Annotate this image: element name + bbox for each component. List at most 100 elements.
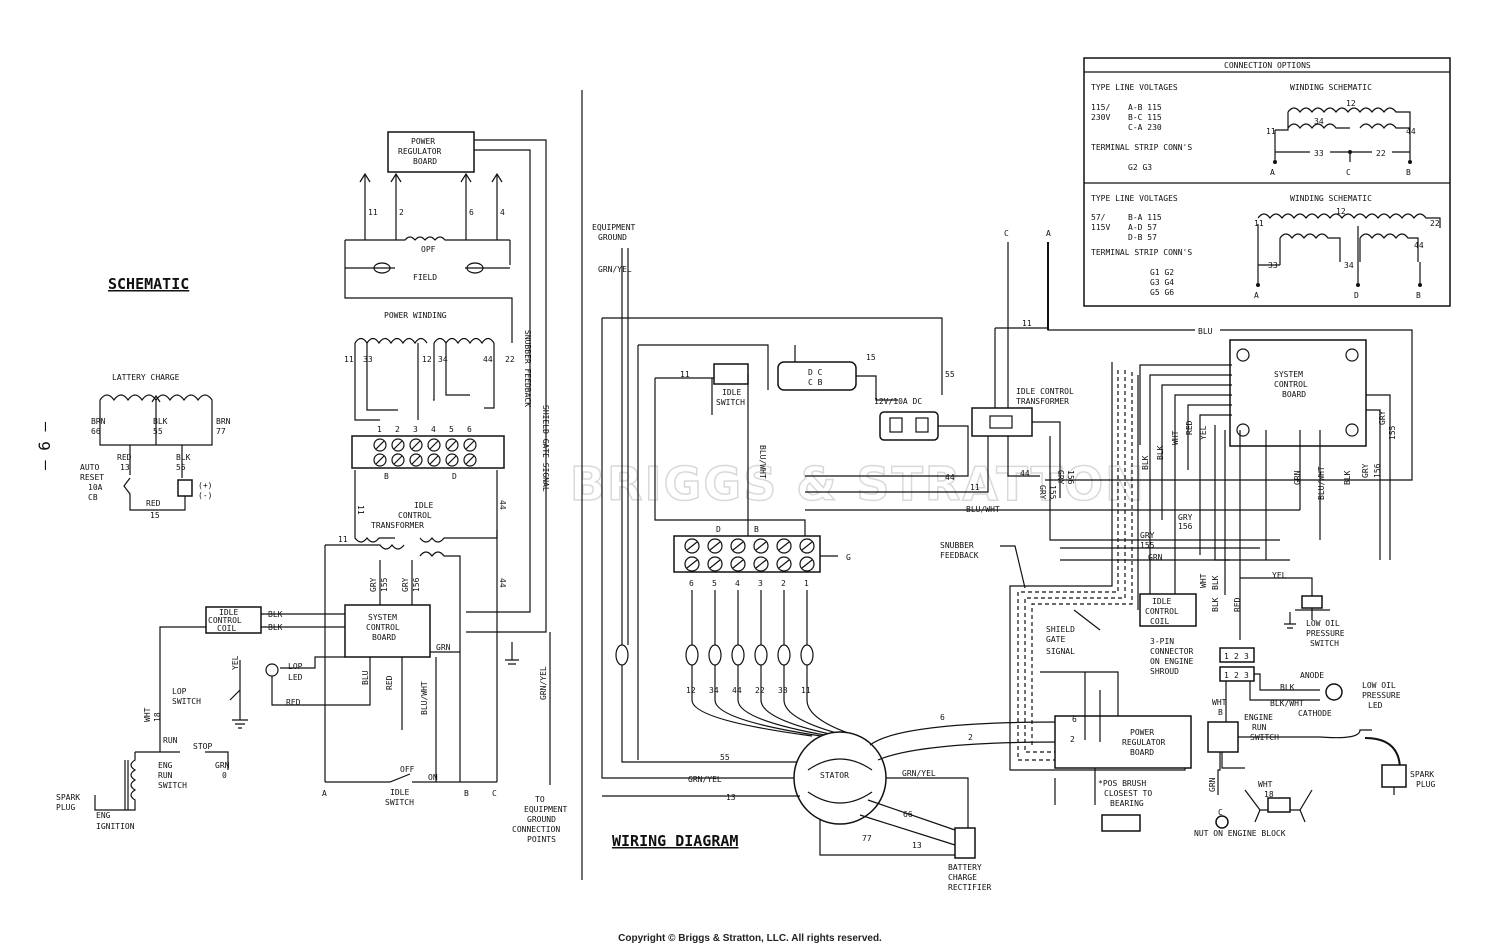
svg-text:LOP: LOP	[172, 687, 187, 696]
svg-text:LED: LED	[1368, 701, 1383, 710]
svg-text:IGNITION: IGNITION	[96, 822, 135, 831]
svg-text:IDLE CONTROL: IDLE CONTROL	[1016, 387, 1074, 396]
svg-text:WINDING SCHEMATIC: WINDING SCHEMATIC	[1290, 83, 1372, 92]
strip-number: 2	[781, 579, 786, 588]
svg-text:11: 11	[338, 535, 348, 544]
svg-text:(+): (+)	[198, 481, 212, 490]
svg-text:A: A	[322, 789, 327, 798]
svg-text:44: 44	[1406, 127, 1416, 136]
svg-text:REGULATOR: REGULATOR	[1122, 738, 1166, 747]
terminal-screw	[373, 453, 387, 467]
svg-text:11: 11	[1254, 219, 1264, 228]
svg-text:ENG: ENG	[158, 761, 173, 770]
svg-text:2: 2	[1234, 652, 1239, 661]
svg-text:34: 34	[1344, 261, 1354, 270]
svg-text:BLK: BLK	[153, 417, 168, 426]
terminal-screw	[427, 438, 441, 452]
svg-text:33: 33	[363, 355, 373, 364]
terminal-screw	[707, 538, 723, 554]
svg-text:WINDING SCHEMATIC: WINDING SCHEMATIC	[1290, 194, 1372, 203]
svg-text:57/: 57/	[1091, 213, 1106, 222]
terminal-screw	[373, 438, 387, 452]
svg-text:YEL: YEL	[231, 655, 240, 670]
svg-text:A: A	[1254, 291, 1259, 300]
svg-text:D C: D C	[808, 368, 823, 377]
svg-text:6: 6	[467, 425, 472, 434]
svg-text:GRN/YEL: GRN/YEL	[598, 265, 632, 274]
svg-text:SNUBBER: SNUBBER	[940, 541, 974, 550]
svg-text:34: 34	[438, 355, 448, 364]
svg-text:B-C 115: B-C 115	[1128, 113, 1162, 122]
svg-text:SYSTEM: SYSTEM	[368, 613, 397, 622]
svg-text:44: 44	[1414, 241, 1424, 250]
svg-text:BLK: BLK	[268, 610, 283, 619]
svg-text:BLK: BLK	[1343, 470, 1352, 485]
svg-text:SWITCH: SWITCH	[716, 398, 745, 407]
wiring-idle-control-transformer: IDLE CONTROL TRANSFORMER	[971, 387, 1074, 437]
svg-text:1: 1	[377, 425, 382, 434]
terminal-screw	[463, 438, 477, 452]
svg-text:TRANSFORMER: TRANSFORMER	[371, 521, 424, 530]
svg-text:RED: RED	[117, 453, 132, 462]
svg-text:BOARD: BOARD	[413, 157, 437, 166]
svg-text:156: 156	[1178, 522, 1193, 531]
svg-text:CB: CB	[88, 493, 98, 502]
svg-text:LED: LED	[288, 673, 303, 682]
svg-text:GRY: GRY	[1056, 470, 1065, 485]
svg-text:10A: 10A	[88, 483, 103, 492]
svg-text:GRN/YEL: GRN/YEL	[688, 775, 722, 784]
terminal-screw	[684, 538, 700, 554]
svg-text:GRY: GRY	[1378, 410, 1387, 425]
svg-text:44: 44	[498, 578, 507, 588]
svg-text:A-B 115: A-B 115	[1128, 103, 1162, 112]
field-label: FIELD	[413, 273, 437, 282]
svg-text:BLU: BLU	[1198, 327, 1213, 336]
svg-text:13: 13	[912, 841, 922, 850]
svg-text:C-A 230: C-A 230	[1128, 123, 1162, 132]
svg-text:RED: RED	[146, 499, 161, 508]
svg-text:TYPE LINE VOLTAGES: TYPE LINE VOLTAGES	[1091, 194, 1178, 203]
svg-text:SPARK: SPARK	[1410, 770, 1434, 779]
svg-text:B: B	[754, 525, 759, 534]
lead-number: 12	[686, 686, 696, 695]
svg-text:WHT: WHT	[1199, 573, 1208, 588]
svg-text:33: 33	[1268, 261, 1278, 270]
svg-text:AUTO: AUTO	[80, 463, 99, 472]
svg-text:EQUIPMENT: EQUIPMENT	[524, 805, 568, 814]
svg-text:ANODE: ANODE	[1300, 671, 1324, 680]
svg-text:44: 44	[483, 355, 493, 364]
svg-text:34: 34	[1314, 117, 1324, 126]
svg-text:D: D	[716, 525, 721, 534]
svg-text:115V: 115V	[1091, 223, 1110, 232]
svg-text:2: 2	[395, 425, 400, 434]
svg-text:BLK: BLK	[1211, 575, 1220, 590]
svg-text:0: 0	[222, 771, 227, 780]
svg-text:IDLE: IDLE	[414, 501, 433, 510]
svg-text:CATHODE: CATHODE	[1298, 709, 1332, 718]
terminal-screw	[730, 538, 746, 554]
wiring-12v-rectifier	[879, 411, 939, 441]
svg-text:2: 2	[968, 733, 973, 742]
strip-number: 6	[689, 579, 694, 588]
svg-text:RECTIFIER: RECTIFIER	[948, 883, 992, 892]
svg-text:SWITCH: SWITCH	[1310, 639, 1339, 648]
wiring-diagram-title: WIRING DIAGRAM	[612, 832, 738, 850]
svg-text:11: 11	[356, 505, 365, 515]
svg-text:TERMINAL STRIP CONN'S: TERMINAL STRIP CONN'S	[1091, 143, 1192, 152]
svg-text:BLK: BLK	[1280, 683, 1295, 692]
svg-text:BRN: BRN	[91, 417, 106, 426]
svg-text:GRN: GRN	[436, 643, 451, 652]
svg-text:RUN: RUN	[158, 771, 173, 780]
svg-text:GRY: GRY	[1038, 485, 1047, 500]
svg-text:D-B 57: D-B 57	[1128, 233, 1157, 242]
svg-text:2: 2	[1234, 671, 1239, 680]
svg-text:A: A	[1270, 168, 1275, 177]
terminal-screw	[730, 556, 746, 572]
svg-text:B: B	[1218, 708, 1223, 717]
svg-text:156: 156	[1066, 470, 1075, 485]
svg-text:PLUG: PLUG	[1416, 780, 1435, 789]
svg-text:12: 12	[422, 355, 432, 364]
svg-text:A-D 57: A-D 57	[1128, 223, 1157, 232]
svg-text:22: 22	[505, 355, 515, 364]
